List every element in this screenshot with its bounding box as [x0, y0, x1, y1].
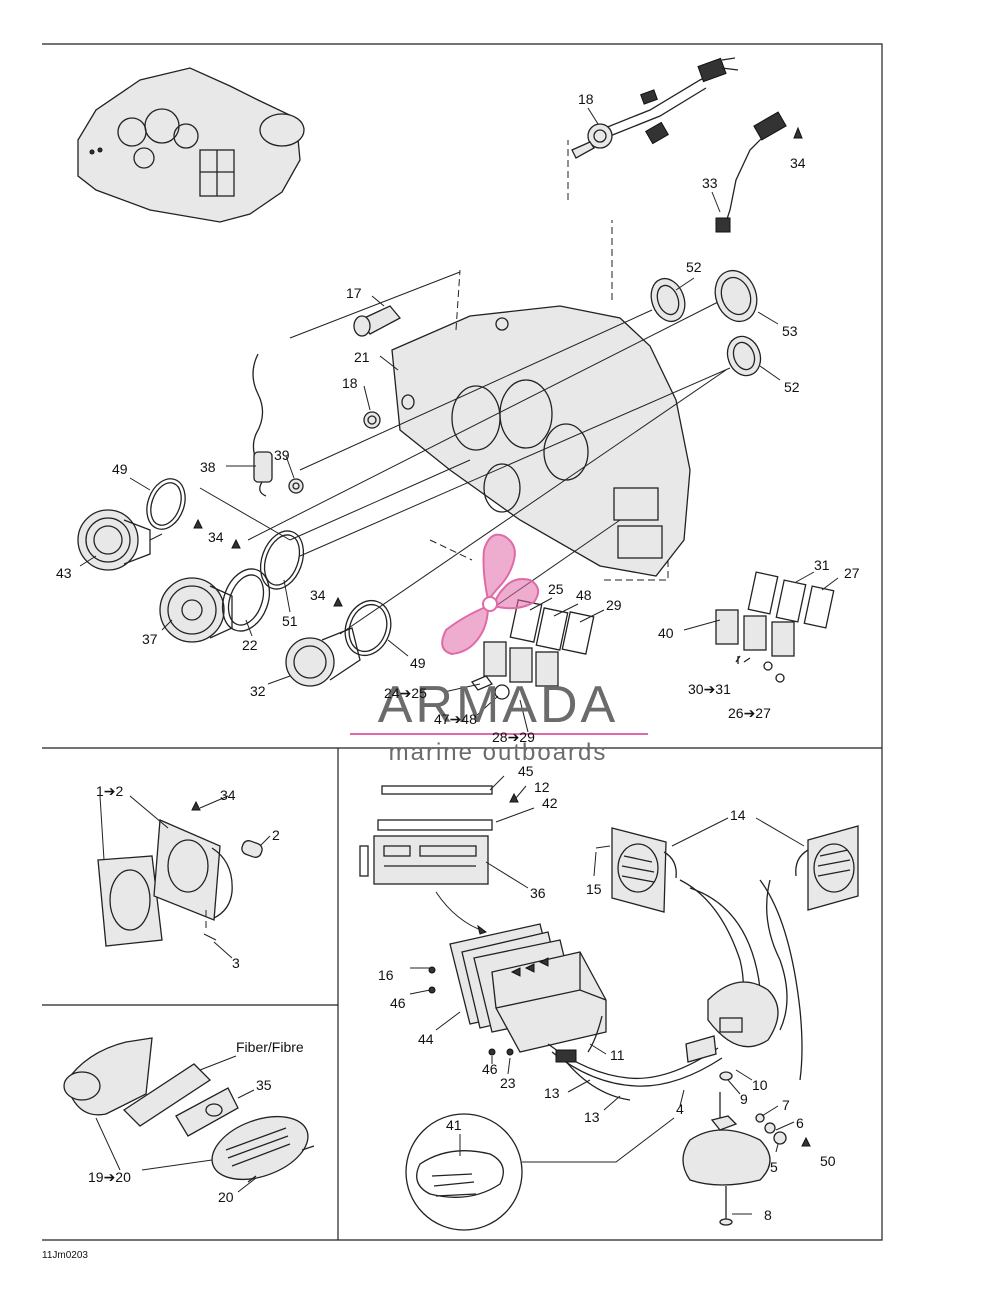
callout-32: 32: [250, 683, 266, 699]
radio-faceplate: [359, 775, 535, 935]
watermark-brand: ARMADA: [378, 676, 618, 734]
callout-46b: 46: [482, 1061, 498, 1077]
callout-45: 45: [518, 763, 534, 779]
callout-4: 4: [676, 1101, 684, 1117]
callout-40: 40: [658, 625, 674, 641]
callout-13a: 13: [544, 1085, 560, 1101]
callout-19-20: 19➔20: [88, 1169, 131, 1185]
callout-34c: 34: [310, 587, 326, 603]
callout-12: 12: [534, 779, 550, 795]
callout-52a: 52: [686, 259, 702, 275]
ring-nuts-52-53: [650, 269, 762, 377]
callout-48: 48: [576, 587, 592, 603]
callout-21: 21: [354, 349, 370, 365]
ignition-harness: [571, 57, 739, 159]
callout-30-31: 30➔31: [688, 681, 731, 697]
callout-31: 31: [814, 557, 830, 573]
callout-47-48: 47➔48: [434, 711, 477, 727]
callout-29: 29: [606, 597, 622, 613]
callout-24-25: 24➔25: [384, 685, 427, 701]
callout-44: 44: [418, 1031, 434, 1047]
gasket-49-bottom: [344, 599, 392, 657]
lanyard-38-39: [252, 353, 304, 497]
gauge-32: [285, 627, 361, 687]
callout-34a: 34: [790, 155, 806, 171]
callout-11: 11: [610, 1047, 625, 1063]
detail-circle-41: [405, 1113, 675, 1231]
callout-labels: 18 34 33 17 52 53 52 21 18 38 39 49 34 4…: [42, 91, 860, 1261]
dashboard-overview-illustration: [77, 67, 305, 223]
panel-dashed-guides: [429, 140, 669, 581]
bezel-22: [221, 568, 271, 632]
callout-42: 42: [542, 795, 558, 811]
gasket-49-top: [146, 478, 186, 530]
callout-7: 7: [782, 1097, 790, 1113]
callout-8: 8: [764, 1207, 772, 1223]
callout-9: 9: [740, 1091, 748, 1107]
nut-18: [363, 411, 381, 429]
callout-16: 16: [378, 967, 394, 983]
wiring-harness: [547, 879, 803, 1111]
rocker-switches-right: [715, 571, 835, 683]
radio-unit-44: [409, 923, 607, 1075]
callout-6: 6: [796, 1115, 804, 1131]
callout-39: 39: [274, 447, 290, 463]
callout-10: 10: [752, 1077, 768, 1093]
callout-5: 5: [770, 1159, 778, 1175]
callout-49a: 49: [112, 461, 128, 477]
callout-28-29: 28➔29: [492, 729, 535, 745]
callout-35: 35: [256, 1077, 272, 1093]
callout-18b: 18: [342, 375, 358, 391]
callout-49b: 49: [410, 655, 426, 671]
callout-3: 3: [232, 955, 240, 971]
gasket-51: [259, 530, 305, 590]
callout-17: 17: [346, 285, 362, 301]
callout-1-2: 1➔2: [96, 783, 124, 799]
callout-43: 43: [56, 565, 72, 581]
callout-41: 41: [446, 1117, 462, 1133]
callout-13b: 13: [584, 1109, 600, 1125]
callout-14: 14: [730, 807, 746, 823]
callout-37: 37: [142, 631, 158, 647]
callout-46a: 46: [390, 995, 406, 1011]
callout-26-27: 26➔27: [728, 705, 771, 721]
callout-34d: 34: [220, 787, 236, 803]
top-leaders: [79, 107, 839, 733]
gauge-mount-assembly: [97, 795, 271, 959]
speakers-14: [593, 817, 859, 913]
callout-38: 38: [200, 459, 216, 475]
callout-27: 27: [844, 565, 860, 581]
callout-36: 36: [530, 885, 546, 901]
harness-connector-33: [715, 111, 803, 233]
callout-23: 23: [500, 1075, 516, 1091]
callout-18a: 18: [578, 91, 594, 107]
diagram-frames: [42, 43, 883, 1241]
callout-52b: 52: [784, 379, 800, 395]
callout-50: 50: [820, 1153, 836, 1169]
callout-fiber: Fiber/Fibre: [236, 1039, 304, 1055]
gauge-43: [77, 509, 163, 571]
switch-17: [353, 305, 402, 337]
watermark-propeller-icon: [441, 533, 540, 656]
dashboard-panel-21: [391, 305, 691, 577]
rocker-switches-left: [470, 599, 595, 700]
callout-51: 51: [282, 613, 298, 629]
watermark-logo: ARMADA marine outboards: [350, 533, 648, 766]
callout-2: 2: [272, 827, 280, 843]
figure-code: 11Jm0203: [42, 1250, 88, 1261]
horn-assembly: [63, 1037, 315, 1193]
callout-53: 53: [782, 323, 798, 339]
callout-25: 25: [548, 581, 564, 597]
callout-15: 15: [586, 881, 602, 897]
callout-20: 20: [218, 1189, 234, 1205]
callout-33: 33: [702, 175, 718, 191]
gauge-37: [159, 577, 233, 643]
mounting-bracket-4-10: [679, 1069, 811, 1226]
bulbs-34: [193, 518, 343, 607]
callout-22: 22: [242, 637, 258, 653]
callout-34b: 34: [208, 529, 224, 545]
watermark-tagline: marine outboards: [389, 739, 608, 766]
